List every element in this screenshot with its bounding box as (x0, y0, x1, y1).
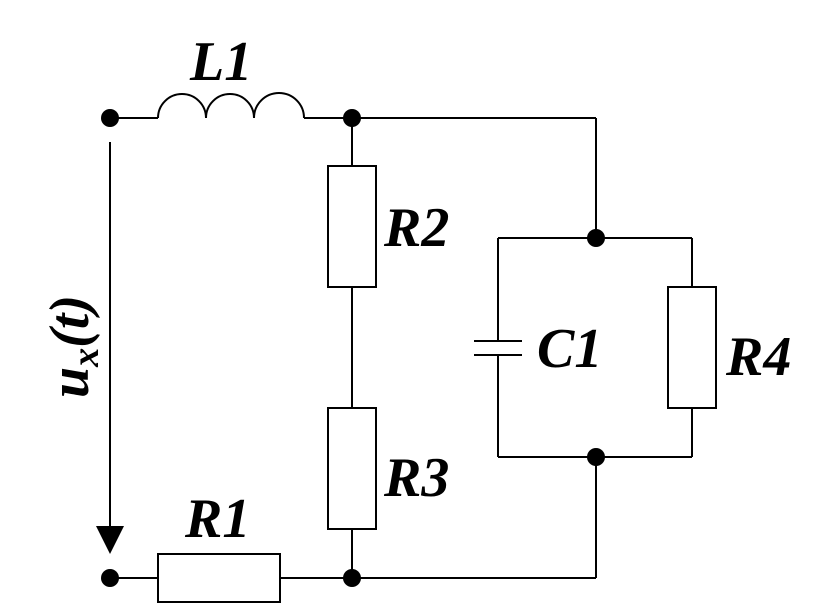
node-parallel-top (587, 229, 605, 247)
label-r1: R1 (184, 488, 250, 550)
label-voltage-arg: (t) (39, 295, 101, 348)
voltage-arrow-head (96, 526, 124, 554)
terminal-bottom (101, 569, 119, 587)
label-r4: R4 (725, 326, 791, 388)
resistor-r4 (667, 286, 717, 409)
label-voltage: ux(t) (39, 295, 107, 398)
label-r2: R2 (383, 197, 449, 259)
label-c1: C1 (537, 318, 602, 380)
resistor-r2 (327, 165, 377, 288)
node-parallel-bottom (587, 448, 605, 466)
resistor-r3 (327, 407, 377, 530)
node-top-junction (343, 109, 361, 127)
nodes (101, 109, 605, 587)
label-l1: L1 (189, 31, 252, 93)
node-bottom-junction (343, 569, 361, 587)
resistor-r1 (157, 553, 281, 603)
label-voltage-main: u (39, 367, 101, 398)
label-r3: R3 (383, 447, 449, 509)
svg-text:ux(t): ux(t) (39, 295, 107, 398)
label-voltage-sub: x (65, 348, 107, 368)
inductor-l1 (157, 92, 305, 119)
terminal-top (101, 109, 119, 127)
